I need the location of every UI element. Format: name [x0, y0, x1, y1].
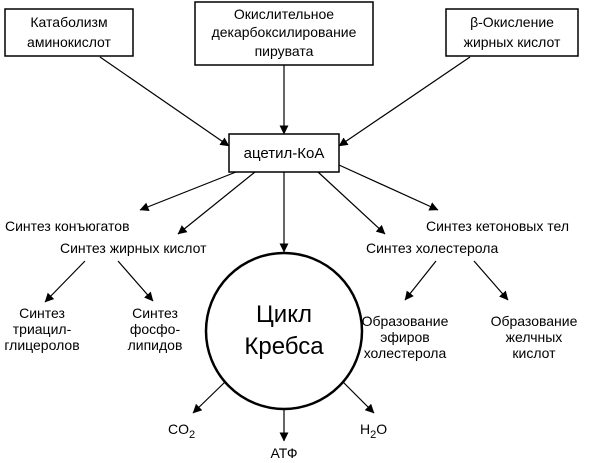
- cholesterol-esters-line-2: эфиров: [380, 329, 430, 345]
- catabolism-line-2: аминокислот: [27, 34, 111, 50]
- triacylglycerol-line-2: триацил-: [13, 321, 72, 337]
- triacylglycerol-synthesis-label: Синтез триацил- глицеролов: [4, 305, 79, 353]
- phospholipid-line-2: фосфо-: [130, 321, 181, 337]
- arrow-to-cholesterol-esters: [404, 260, 437, 301]
- arrow-to-co2: [192, 381, 226, 414]
- cholesterol-esters-line-1: Образование: [362, 313, 449, 329]
- phospholipid-synthesis-label: Синтез фосфо- липидов: [128, 305, 183, 353]
- arrow-to-bile-acids: [473, 260, 509, 301]
- co2-label: CO2: [168, 421, 195, 441]
- atp-label: АТФ: [271, 445, 298, 461]
- h2o-h: H: [360, 421, 370, 437]
- arrow-to-h2o: [342, 381, 375, 414]
- catabolism-line-1: Катаболизм: [30, 14, 107, 30]
- decarboxylation-line-2: декарбоксилирование: [212, 24, 357, 40]
- cholesterol-esters-line-3: холестерола: [364, 345, 447, 361]
- beta-oxidation-line-1: β-Окисление: [470, 14, 554, 30]
- arrow-to-cholesterol-synthesis: [317, 171, 386, 235]
- bile-acids-line-2: желчных: [506, 329, 563, 345]
- decarboxylation-line-1: Окислительное: [234, 6, 334, 22]
- arrow-to-fatty-acid-synthesis: [177, 171, 256, 235]
- h2o-subscript: 2: [370, 429, 376, 441]
- phospholipid-line-1: Синтез: [132, 305, 178, 321]
- beta-oxidation-line-2: жирных кислот: [464, 34, 561, 50]
- triacylglycerol-line-1: Синтез: [19, 305, 65, 321]
- acetyl-coa-label: ацетил-КоА: [244, 145, 325, 162]
- fatty-acid-synthesis-label: Синтез жирных кислот: [60, 240, 207, 256]
- arrow-beta-oxidation-to-acetyl-coa: [338, 56, 471, 147]
- ketone-synthesis-label: Синтез кетоновых тел: [426, 218, 569, 234]
- catabolism-box: Катаболизм аминокислот: [4, 8, 134, 57]
- triacylglycerol-line-3: глицеролов: [4, 337, 79, 353]
- bile-acids-line-3: кислот: [512, 345, 556, 361]
- acetyl-coa-box: ацетил-КоА: [228, 133, 340, 173]
- cholesterol-esters-label: Образование эфиров холестерола: [362, 313, 449, 361]
- conjugate-synthesis-label: Синтез конъюгатов: [5, 218, 130, 234]
- beta-oxidation-box: β-Окисление жирных кислот: [445, 8, 579, 57]
- phospholipid-line-3: липидов: [128, 337, 183, 353]
- arrow-to-ketone-synthesis: [338, 164, 439, 211]
- h2o-o: O: [376, 421, 387, 437]
- decarboxylation-line-3: пирувата: [255, 43, 314, 59]
- cholesterol-synthesis-label: Синтез холестерола: [366, 240, 498, 256]
- arrow-to-phospholipid-synthesis: [117, 260, 154, 302]
- arrow-to-conjugate-synthesis: [139, 171, 237, 212]
- bile-acids-line-1: Образование: [491, 313, 578, 329]
- co2-base: CO: [168, 421, 189, 437]
- bile-acids-label: Образование желчных кислот: [491, 313, 578, 361]
- co2-subscript: 2: [189, 429, 195, 441]
- arrow-to-triacylglycerol-synthesis: [44, 260, 86, 303]
- decarboxylation-box: Окислительное декарбоксилирование пирува…: [194, 1, 374, 66]
- krebs-cycle: Цикл Кребса: [204, 251, 364, 411]
- krebs-line-1: Цикл: [256, 301, 312, 328]
- h2o-label: H2O: [360, 421, 387, 441]
- krebs-line-2: Кребса: [244, 333, 324, 360]
- arrow-catabolism-to-acetyl-coa: [99, 56, 230, 147]
